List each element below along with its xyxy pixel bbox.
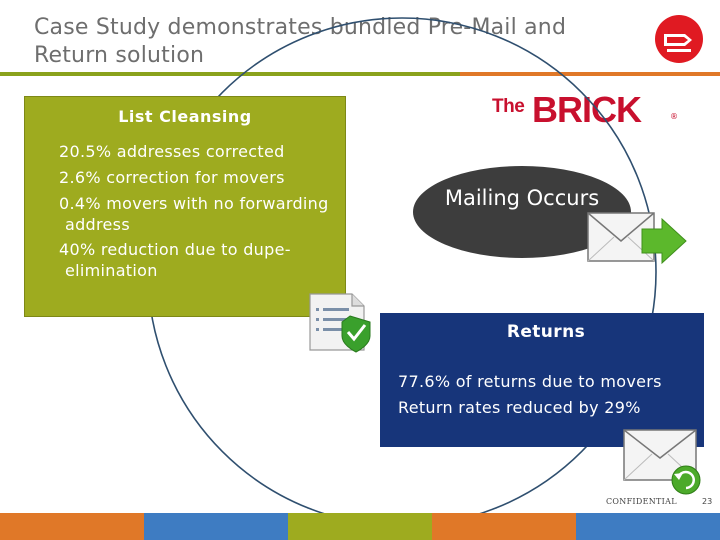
envelope-return-icon: [623, 429, 701, 495]
list-item: 20.5% addresses corrected: [59, 142, 285, 161]
footer-bar-segment: [144, 513, 288, 540]
brick-logo-word: BRICK: [532, 89, 642, 130]
document-check-icon: [309, 293, 371, 353]
returns-title: Returns: [506, 322, 586, 342]
footer-color-bar: [0, 513, 720, 540]
list-item: 40% reduction due to dupe-elimination: [59, 240, 291, 280]
slide-title: Case Study demonstrates bundled Pre-Mail…: [34, 15, 567, 68]
canada-post-logo-icon: [655, 15, 703, 63]
title-underline-orange: [460, 72, 720, 76]
confidential-label: CONFIDENTIAL: [606, 497, 677, 506]
mailing-label: Mailing Occurs: [444, 186, 600, 210]
brick-logo-tm: ®: [670, 112, 678, 121]
list-item: 77.6% of returns due to movers: [398, 372, 662, 391]
page-number: 23: [702, 497, 713, 506]
list-cleansing-title: List Cleansing: [118, 107, 252, 126]
the-brick-logo: The BRICK ®: [492, 89, 682, 130]
envelope-arrow-out-icon: [587, 212, 687, 265]
title-underline-green: [0, 72, 460, 76]
footer-bar-segment: [576, 513, 720, 540]
footer-bar-segment: [288, 513, 432, 540]
list-item: Return rates reduced by 29%: [398, 398, 641, 417]
returns-box: Returns 77.6% of returns due to movers R…: [380, 313, 704, 447]
brick-logo-the: The: [492, 96, 525, 117]
list-item: 2.6% correction for movers: [59, 168, 285, 187]
list-cleansing-items: 20.5% addresses corrected 2.6% correctio…: [59, 141, 339, 285]
list-item: 0.4% movers with no forwarding address: [59, 194, 329, 234]
returns-items: 77.6% of returns due to movers Return ra…: [398, 369, 662, 421]
footer-bar-segment: [0, 513, 144, 540]
footer-bar-segment: [432, 513, 576, 540]
list-cleansing-box: List Cleansing 20.5% addresses corrected…: [24, 96, 346, 317]
